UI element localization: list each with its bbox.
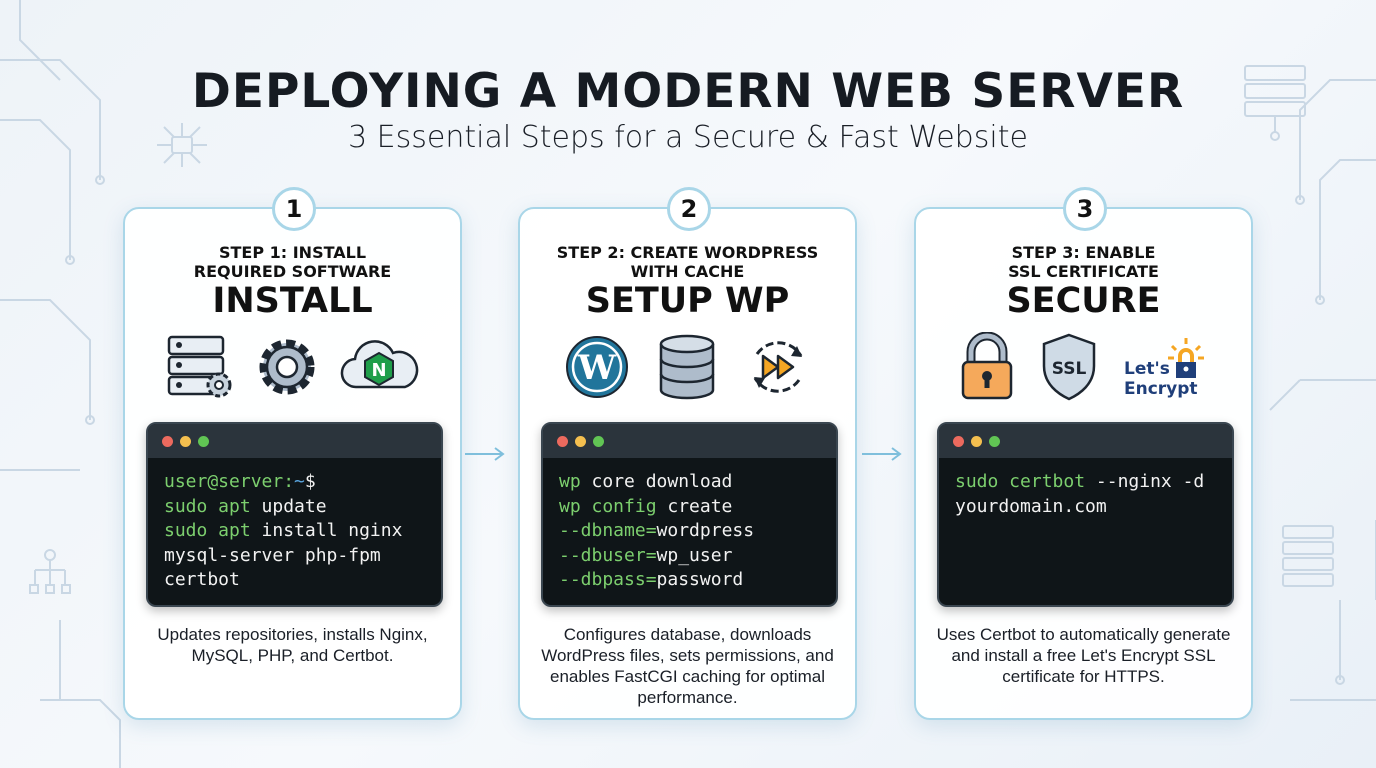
maximize-dot-icon (593, 435, 604, 447)
terminal-line: certbot (164, 568, 425, 593)
terminal-line: sudo apt install nginx (164, 519, 425, 544)
close-dot-icon (953, 435, 964, 447)
minimize-dot-icon (575, 435, 586, 447)
minimize-dot-icon (180, 435, 191, 447)
terminal-line: mysql-server php-fpm (164, 544, 425, 569)
step-label-line: STEP 1: INSTALL (218, 243, 367, 262)
step-label-line: STEP 2: CREATE WORDPRESS (556, 243, 819, 262)
step-description: Uses Certbot to automatically generate a… (936, 625, 1231, 686)
padlock-icon (959, 331, 1015, 407)
terminal-text: install nginx (261, 520, 403, 541)
terminal-line: --dbuser=wp_user (559, 544, 820, 569)
terminal-text: user@server: (164, 471, 295, 492)
step-title: SETUP WP (585, 281, 790, 321)
page-title: DEPLOYING A MODERN WEB SERVER (191, 64, 1185, 119)
terminal-text: ~ (294, 471, 305, 492)
svg-text:Let's: Let's (1124, 359, 1170, 379)
terminal-text: certbot (164, 569, 240, 590)
step-title: SECURE (1006, 281, 1161, 321)
close-dot-icon (162, 435, 173, 447)
terminal-titlebar (543, 424, 836, 458)
terminal-line: --dbpass=password (559, 568, 820, 593)
svg-text:W: W (577, 348, 617, 388)
terminal-text: sudo certbot (955, 471, 1096, 492)
terminal-titlebar (148, 424, 441, 458)
arrow-right-icon (862, 447, 902, 461)
terminal-text: --nginx -d (1095, 471, 1205, 492)
terminal-text: --dbname= (559, 520, 657, 541)
terminal-line: wp core download (559, 470, 820, 495)
step-label-line: STEP 3: ENABLE (1011, 243, 1156, 262)
terminal-line: wp config create (559, 495, 820, 520)
step-label-line: SSL CERTIFICATE (1008, 262, 1159, 281)
terminal-text: $ (304, 471, 316, 492)
terminal-text: password (656, 569, 744, 590)
step-label-line: WITH CACHE (630, 262, 745, 281)
step-number-badge: 3 (1063, 187, 1107, 231)
terminal-line: sudo apt update (164, 495, 425, 520)
minimize-dot-icon (971, 435, 982, 447)
terminal-text: --dbpass= (559, 569, 657, 590)
terminal-line: sudo certbot --nginx -d (955, 470, 1216, 495)
network-hub-icon (157, 123, 207, 167)
page-subtitle: 3 Essential Steps for a Secure & Fast We… (348, 120, 1028, 155)
maximize-dot-icon (198, 435, 209, 447)
terminal-titlebar (939, 424, 1232, 458)
svg-text:SSL: SSL (1052, 359, 1087, 379)
server-settings-icon (165, 335, 235, 404)
fast-forward-cache-icon (745, 334, 811, 405)
terminal-text: yourdomain.com (955, 495, 1107, 517)
svg-text:Encrypt: Encrypt (1124, 379, 1198, 399)
maximize-dot-icon (989, 435, 1000, 447)
arrow-right-icon (465, 447, 505, 461)
database-icon (657, 334, 717, 405)
terminal-text: --dbuser= (559, 544, 657, 566)
terminal-text: sudo apt (164, 520, 262, 541)
terminal-text: mysql-server php-fpm (164, 544, 381, 566)
terminal-text: wp config (559, 495, 668, 517)
step-number-badge: 2 (667, 187, 711, 231)
nginx-cloud-icon: N (339, 339, 421, 400)
gear-icon (254, 334, 320, 405)
step-icons: N (125, 334, 460, 404)
terminal-line: user@server:~$ (164, 470, 425, 495)
svg-text:N: N (371, 360, 386, 381)
step-icons: W (520, 334, 855, 404)
network-tree-icon (29, 549, 71, 594)
step-description: Updates repositories, installs Nginx, My… (157, 625, 428, 665)
step-description: Configures database, downloads WordPress… (541, 625, 834, 707)
terminal-text: create (667, 495, 733, 517)
ssl-shield-icon: SSL (1040, 332, 1098, 407)
terminal-text: wp_user (656, 544, 733, 566)
step-label-line: REQUIRED SOFTWARE (193, 262, 392, 281)
terminal-text: sudo apt (164, 495, 262, 517)
terminal-text: wordpress (656, 520, 755, 541)
terminal-text: update (261, 495, 327, 517)
server-rack-icon (1244, 65, 1306, 141)
terminal-line: yourdomain.com (955, 495, 1216, 520)
server-rack-icon (1282, 525, 1334, 587)
step-title: INSTALL (212, 281, 373, 321)
close-dot-icon (557, 435, 568, 447)
terminal-line: --dbname=wordpress (559, 519, 820, 544)
terminal-text: wp (559, 471, 592, 492)
step-number-badge: 1 (272, 187, 316, 231)
wordpress-icon: W (564, 334, 630, 405)
terminal-text: core download (591, 471, 733, 492)
